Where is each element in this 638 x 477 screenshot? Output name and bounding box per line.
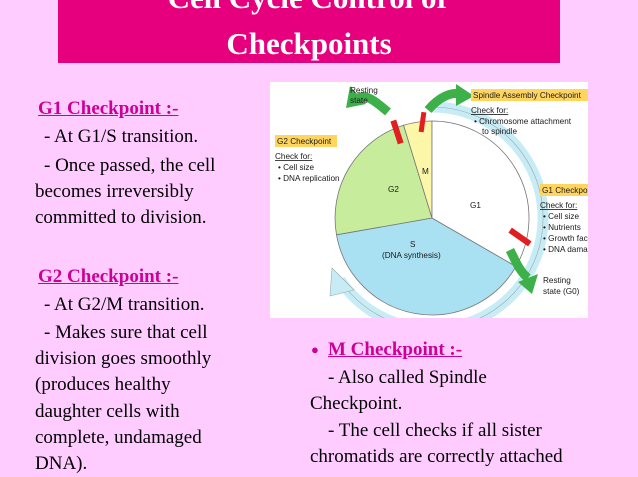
m-bullet: ●	[311, 342, 319, 357]
phase-label-g1: G1	[470, 201, 481, 210]
g2-heading: G2 Checkpoint :-	[38, 266, 179, 287]
spindle-checkpoint-box	[471, 89, 588, 101]
spindle-check-item-1-line-1: • Chromosome attachment	[474, 117, 572, 126]
g2-line-4: (produces healthy	[35, 374, 171, 395]
resting-state-top-line-2: state	[350, 96, 368, 105]
g2-checkpoint-marker	[390, 119, 404, 145]
g1-heading: G1 Checkpoint :-	[38, 98, 179, 119]
g1-check-item-2: • Nutrients	[543, 223, 581, 232]
resting-state-bottom-line-2: state (G0)	[543, 287, 580, 296]
m-line-2: Checkpoint.	[310, 393, 403, 414]
g2-check-item-1: • Cell size	[278, 163, 315, 172]
g1-line-4: committed to division.	[35, 207, 207, 228]
g1-check-item-1: • Cell size	[543, 212, 580, 221]
s-phase-wedge	[336, 217, 517, 316]
g1-check-item-4: • DNA damage	[543, 245, 588, 254]
m-line-4: chromatids are correctly attached	[310, 446, 563, 467]
g2-line-2: - Makes sure that cell	[44, 322, 208, 343]
phase-label-g2: G2	[388, 185, 399, 194]
g1-checkpoint-box	[540, 184, 588, 196]
g2-check-item-2: • DNA replication	[278, 174, 340, 183]
g2-line-5: daughter cells with	[35, 401, 180, 422]
resting-state-top-line-1: Resting	[350, 86, 378, 95]
g1-phase-wedge	[431, 120, 530, 268]
g2-checkpoint-title: G2 Checkpoint	[277, 137, 332, 146]
slide-title-banner: Cell Cycle Control or Checkpoints	[58, 0, 560, 63]
resting-state-bottom-line-1: Resting	[543, 276, 571, 285]
cycle-arrow-head	[329, 267, 355, 297]
spindle-checkpoint-marker	[418, 111, 427, 133]
g2-line-6: complete, undamaged	[35, 427, 202, 448]
g2-line-7: DNA).	[35, 453, 88, 474]
spindle-checkpoint-title: Spindle Assembly Checkpoint	[473, 91, 582, 100]
spindle-check-for: Check for:	[471, 106, 508, 115]
g1-line-1: - At G1/S transition.	[44, 126, 199, 147]
g2-phase-wedge	[334, 124, 433, 236]
g1-check-for: Check for:	[540, 201, 577, 210]
slide-title-line-1: Cell Cycle Control or	[58, 0, 560, 16]
slide-title-line-2: Checkpoints	[226, 26, 392, 61]
m-line-3: - The cell checks if all sister	[328, 420, 542, 441]
g2-line-1: - At G2/M transition.	[44, 294, 205, 315]
g1-line-2: - Once passed, the cell	[44, 155, 216, 176]
g2-line-3: division goes smoothly	[35, 348, 212, 369]
m-line-1: - Also called Spindle	[328, 367, 487, 388]
g1-checkpoint-marker	[508, 227, 532, 247]
g1-checkpoint-title: G1 Checkpoint	[542, 186, 588, 195]
g2-check-for: Check for:	[275, 152, 312, 161]
phase-label-s: S	[410, 240, 416, 249]
g1-exit-arrow	[505, 247, 531, 282]
phase-label-m: M	[422, 167, 429, 176]
phase-label-s-sub: (DNA synthesis)	[382, 251, 441, 260]
spindle-check-item-1-line-2: to spindle	[482, 127, 517, 136]
g1-check-item-3: • Growth factors	[543, 234, 588, 243]
m-heading: M Checkpoint :-	[328, 339, 463, 360]
cell-cycle-diagram: Resting state Spindle Assembly Checkpoin…	[270, 82, 588, 318]
g1-line-3: becomes irreversibly	[35, 181, 194, 202]
g2-checkpoint-box	[275, 135, 337, 147]
